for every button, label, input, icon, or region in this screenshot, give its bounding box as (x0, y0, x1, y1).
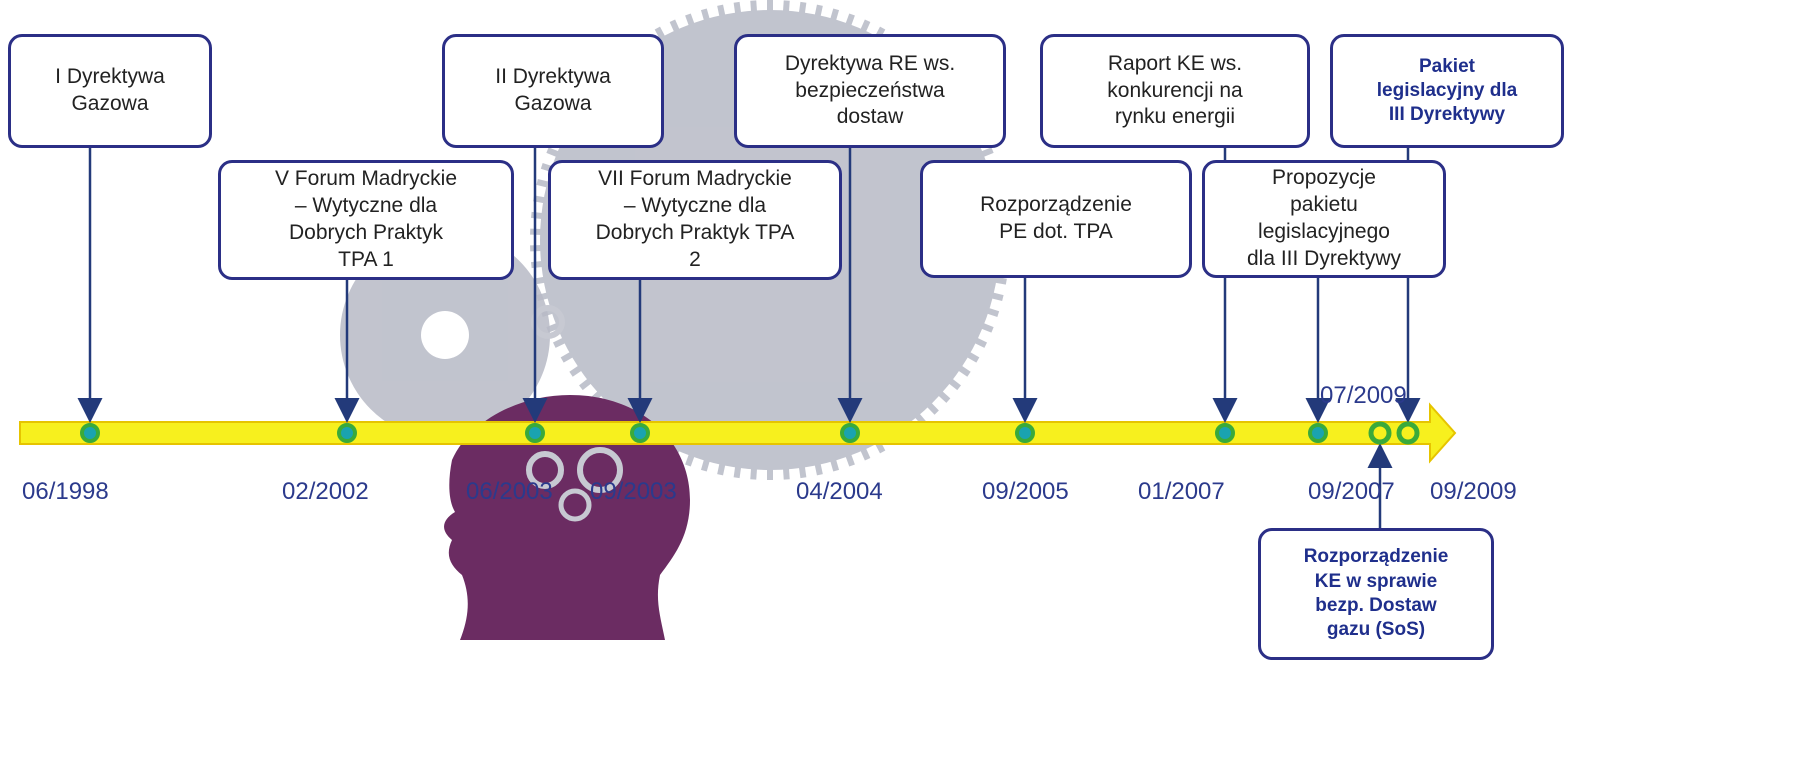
event-box-pakiet-legislacyjny: Pakiet legislacyjny dla III Dyrektywy (1330, 34, 1564, 148)
date-label: 04/2004 (796, 478, 883, 505)
event-box-vii-forum-madryckie: VII Forum Madryckie – Wytyczne dla Dobry… (548, 160, 842, 280)
timeline-marker (1396, 421, 1420, 445)
head-gear-icon (558, 488, 592, 522)
timeline-bar (19, 402, 1457, 464)
timeline-marker (1215, 423, 1235, 443)
timeline-marker (1368, 421, 1392, 445)
medium-gear-icon (340, 230, 550, 440)
timeline-marker (80, 423, 100, 443)
event-box-rozporzadzenie-ke-sos: Rozporządzenie KE w sprawie bezp. Dostaw… (1258, 528, 1494, 660)
date-label: 09/2005 (982, 478, 1069, 505)
head-gear-icon (526, 451, 564, 489)
date-label: 09/2009 (1430, 478, 1517, 505)
date-label: 02/2002 (282, 478, 369, 505)
event-box-raport-ke: Raport KE ws. konkurencji na rynku energ… (1040, 34, 1310, 148)
event-box-i-dyrektywa-gazowa: I Dyrektywa Gazowa (8, 34, 212, 148)
timeline-marker (630, 423, 650, 443)
head-gear-icon (577, 447, 623, 493)
timeline-marker (525, 423, 545, 443)
date-label: 09/2007 (1308, 478, 1395, 505)
date-label: 06/1998 (22, 478, 109, 505)
timeline-marker (1308, 423, 1328, 443)
event-box-propozycje-pakietu: Propozycje pakietu legislacyjnego dla II… (1202, 160, 1446, 278)
date-label: 01/2007 (1138, 478, 1225, 505)
timeline-marker (337, 423, 357, 443)
event-box-v-forum-madryckie: V Forum Madryckie – Wytyczne dla Dobrych… (218, 160, 514, 280)
date-label: 06/2003 (466, 478, 553, 505)
date-label: 07/2009 (1320, 382, 1407, 409)
event-box-ii-dyrektywa-gazowa: II Dyrektywa Gazowa (442, 34, 664, 148)
date-label: 09/2003 (590, 478, 677, 505)
event-box-rozporzadzenie-pe: Rozporządzenie PE dot. TPA (920, 160, 1192, 278)
timeline-marker (1015, 423, 1035, 443)
timeline-marker (840, 423, 860, 443)
event-box-dyrektywa-re: Dyrektywa RE ws. bezpieczeństwa dostaw (734, 34, 1006, 148)
